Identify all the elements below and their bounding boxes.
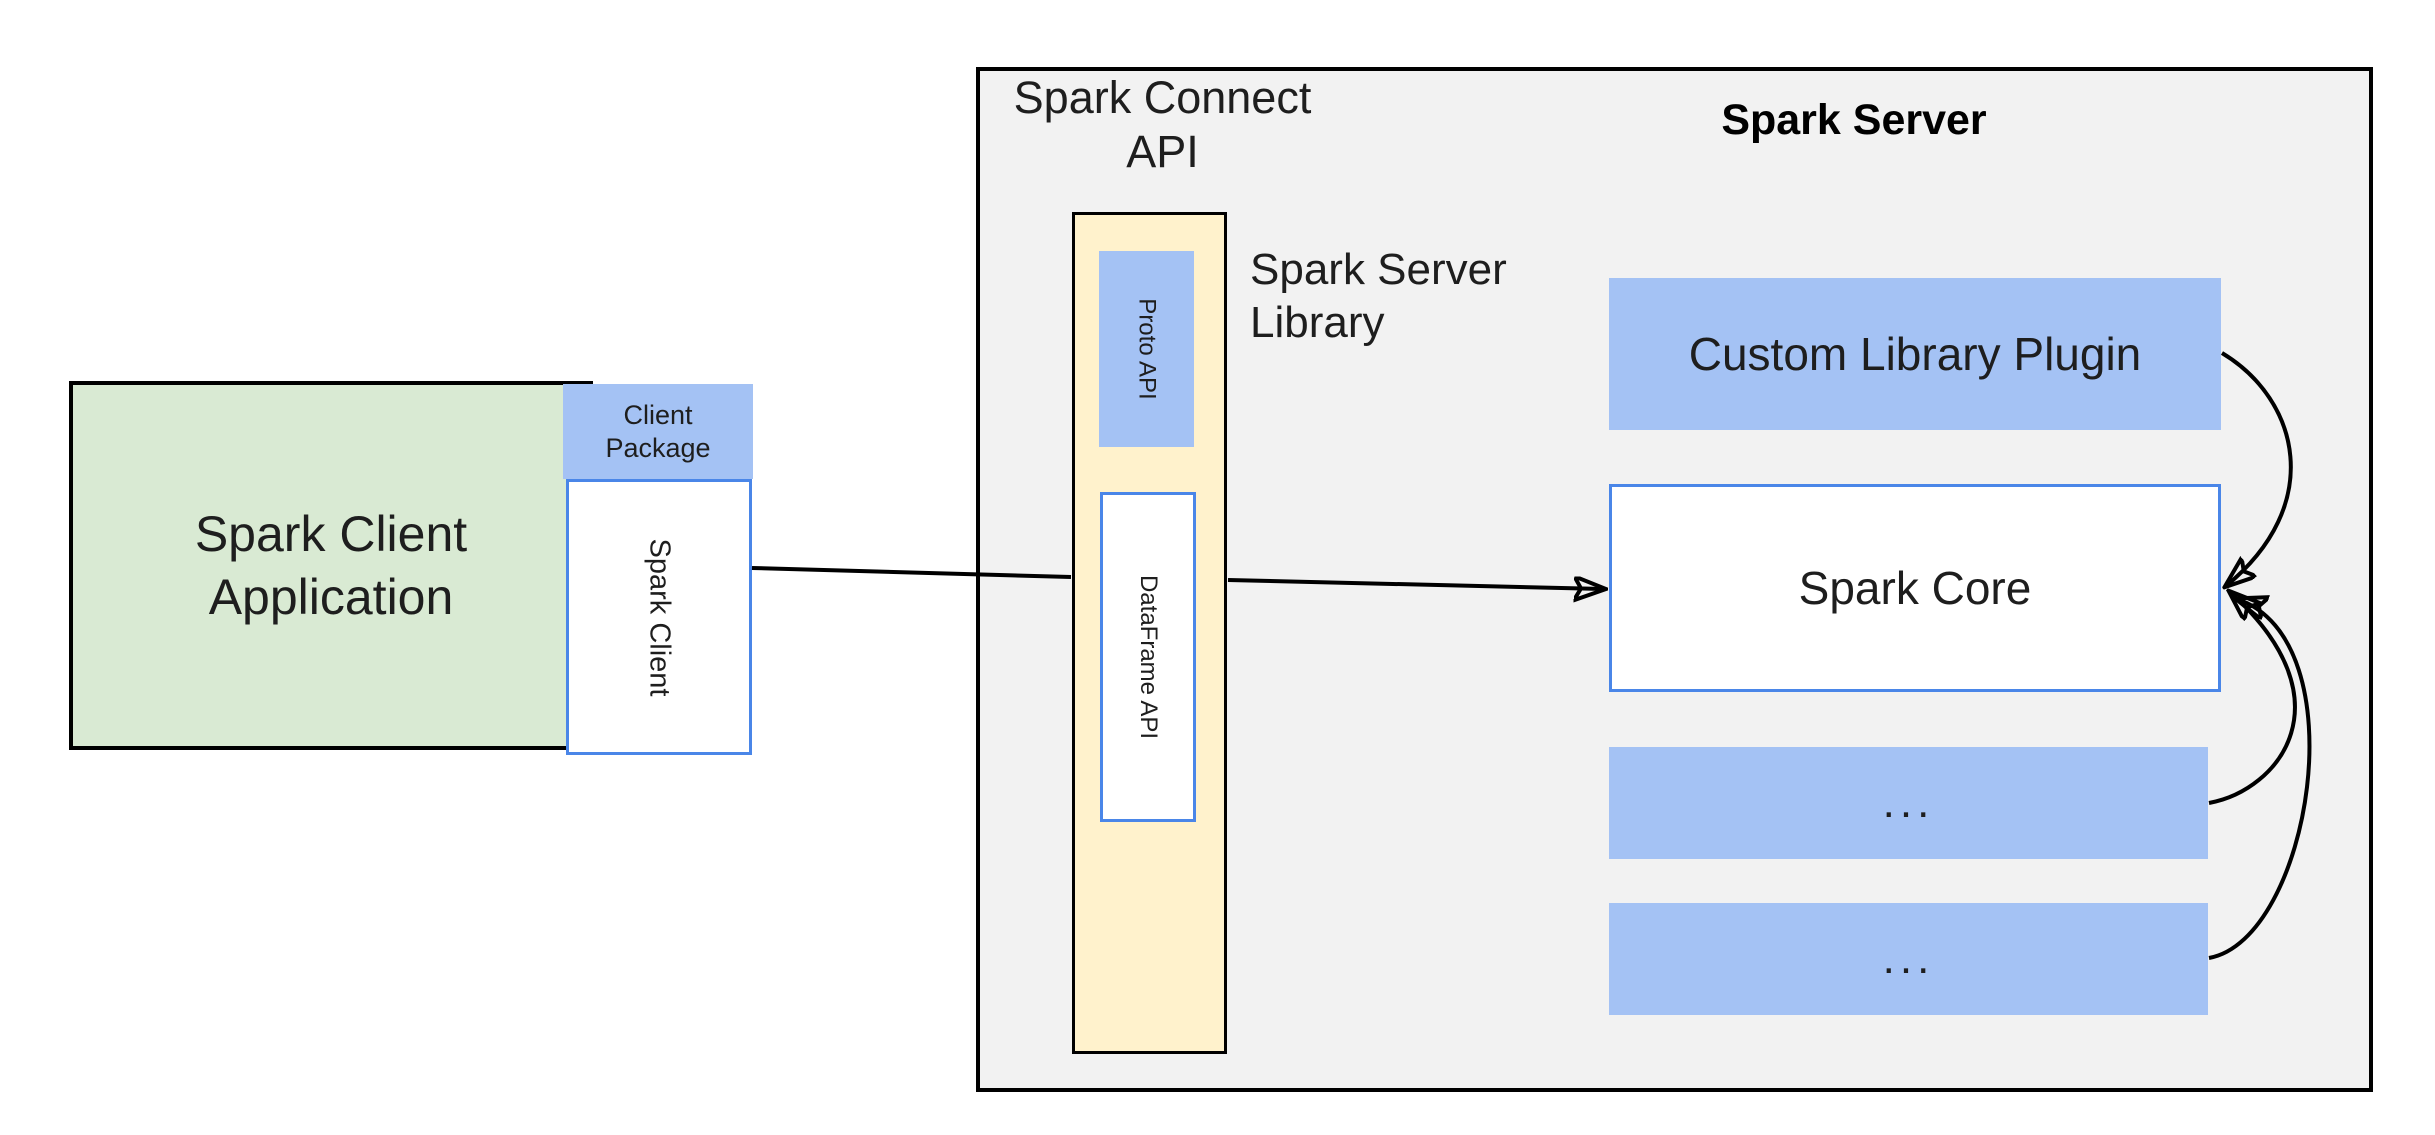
custom-library-plugin-box: Custom Library Plugin [1609, 278, 2221, 430]
module-placeholder-label-2: ... [1882, 934, 1935, 983]
spark-server-library-box: Proto API DataFrame API [1072, 212, 1227, 1054]
spark-server-library-label: Spark Server Library [1250, 245, 1507, 347]
spark-server-container: Spark Connect API Spark Server Proto API… [976, 67, 2373, 1092]
server-module-placeholder-box-1: ... [1609, 747, 2208, 859]
spark-core-label: Spark Core [1798, 562, 2032, 614]
spark-connect-api-title: Spark Connect API [1013, 72, 1312, 177]
spark-client-box: Spark Client [566, 479, 752, 755]
spark-client-application-box: Spark Client Application [69, 381, 593, 750]
module-placeholder-label-1: ... [1882, 778, 1935, 827]
spark-server-title: Spark Server [1721, 96, 1987, 144]
spark-client-label: Spark Client [643, 538, 676, 696]
dataframe-api-box: DataFrame API [1100, 492, 1196, 822]
client-package-box: Client Package [563, 384, 753, 479]
spark-client-application-label: Spark Client Application [194, 505, 468, 625]
dataframe-api-label: DataFrame API [1135, 574, 1162, 740]
proto-api-box: Proto API [1099, 251, 1194, 447]
server-module-placeholder-box-2: ... [1609, 903, 2208, 1015]
custom-library-plugin-label: Custom Library Plugin [1688, 328, 2142, 380]
proto-api-label: Proto API [1133, 298, 1161, 400]
client-package-label: Client Package [605, 399, 711, 463]
spark-core-box: Spark Core [1609, 484, 2221, 692]
